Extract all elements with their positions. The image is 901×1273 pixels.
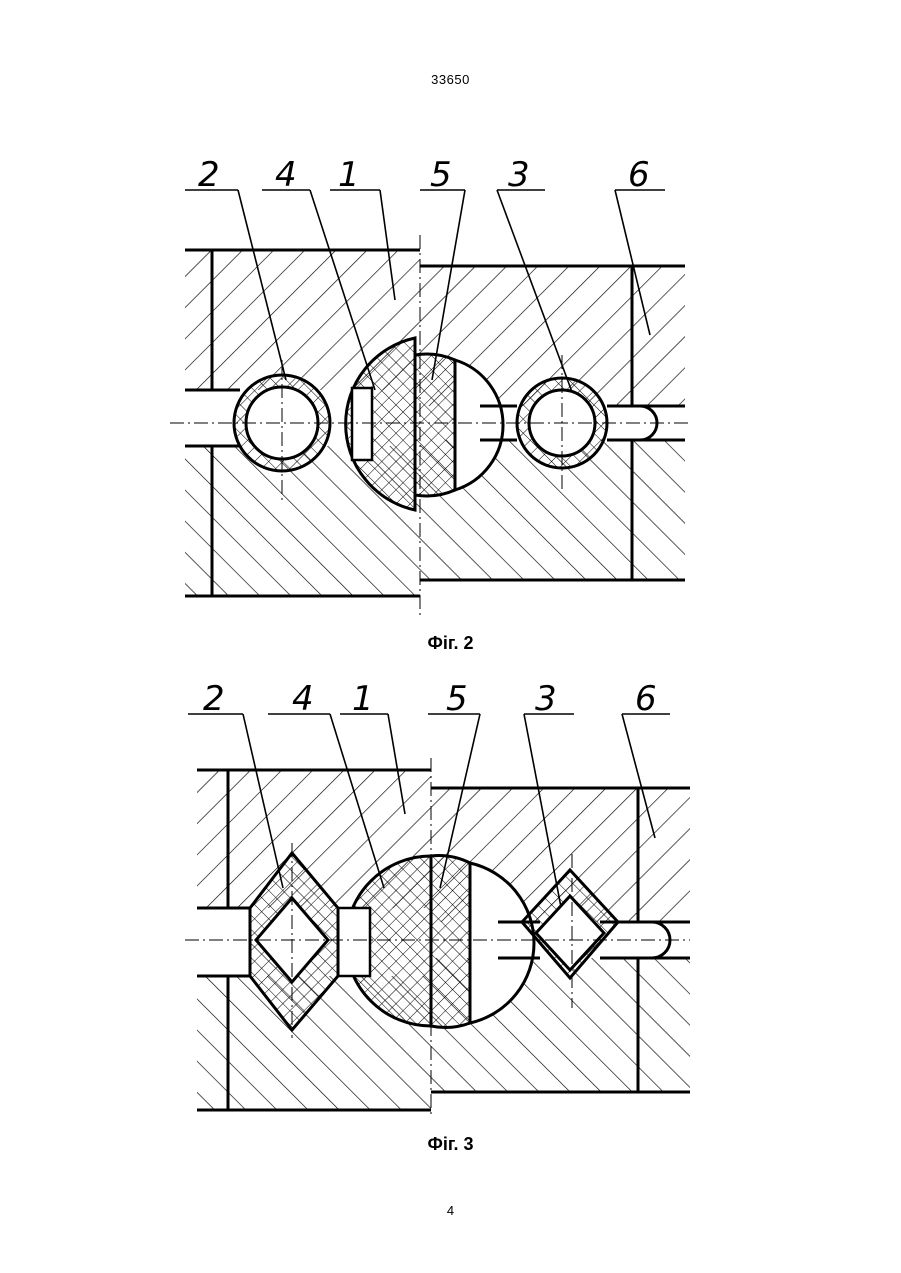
- label-1: 1: [338, 155, 360, 195]
- figure-3-labels: 2 4 1 5 3 6: [203, 679, 657, 719]
- label-6: 6: [628, 155, 650, 195]
- label-5: 5: [446, 679, 468, 719]
- label-1: 1: [352, 679, 374, 719]
- figure-3-caption: Фіг. 3: [0, 1134, 901, 1155]
- label-3: 3: [535, 679, 557, 719]
- label-2: 2: [203, 679, 225, 719]
- label-4: 4: [275, 155, 297, 195]
- figure-3-drawing: 2 4 1 5 3 6: [0, 678, 901, 1128]
- figure-2-caption: Фіг. 2: [0, 633, 901, 654]
- figure-2-labels: 2 4 1 5 3 6: [198, 155, 650, 195]
- patent-number: 33650: [0, 72, 901, 87]
- label-2: 2: [198, 155, 220, 195]
- label-5: 5: [430, 155, 452, 195]
- figure-2-drawing: 2 4 1 5 3 6: [0, 150, 901, 630]
- page-number: 4: [0, 1203, 901, 1218]
- label-4: 4: [292, 679, 314, 719]
- label-6: 6: [635, 679, 657, 719]
- label-3: 3: [508, 155, 530, 195]
